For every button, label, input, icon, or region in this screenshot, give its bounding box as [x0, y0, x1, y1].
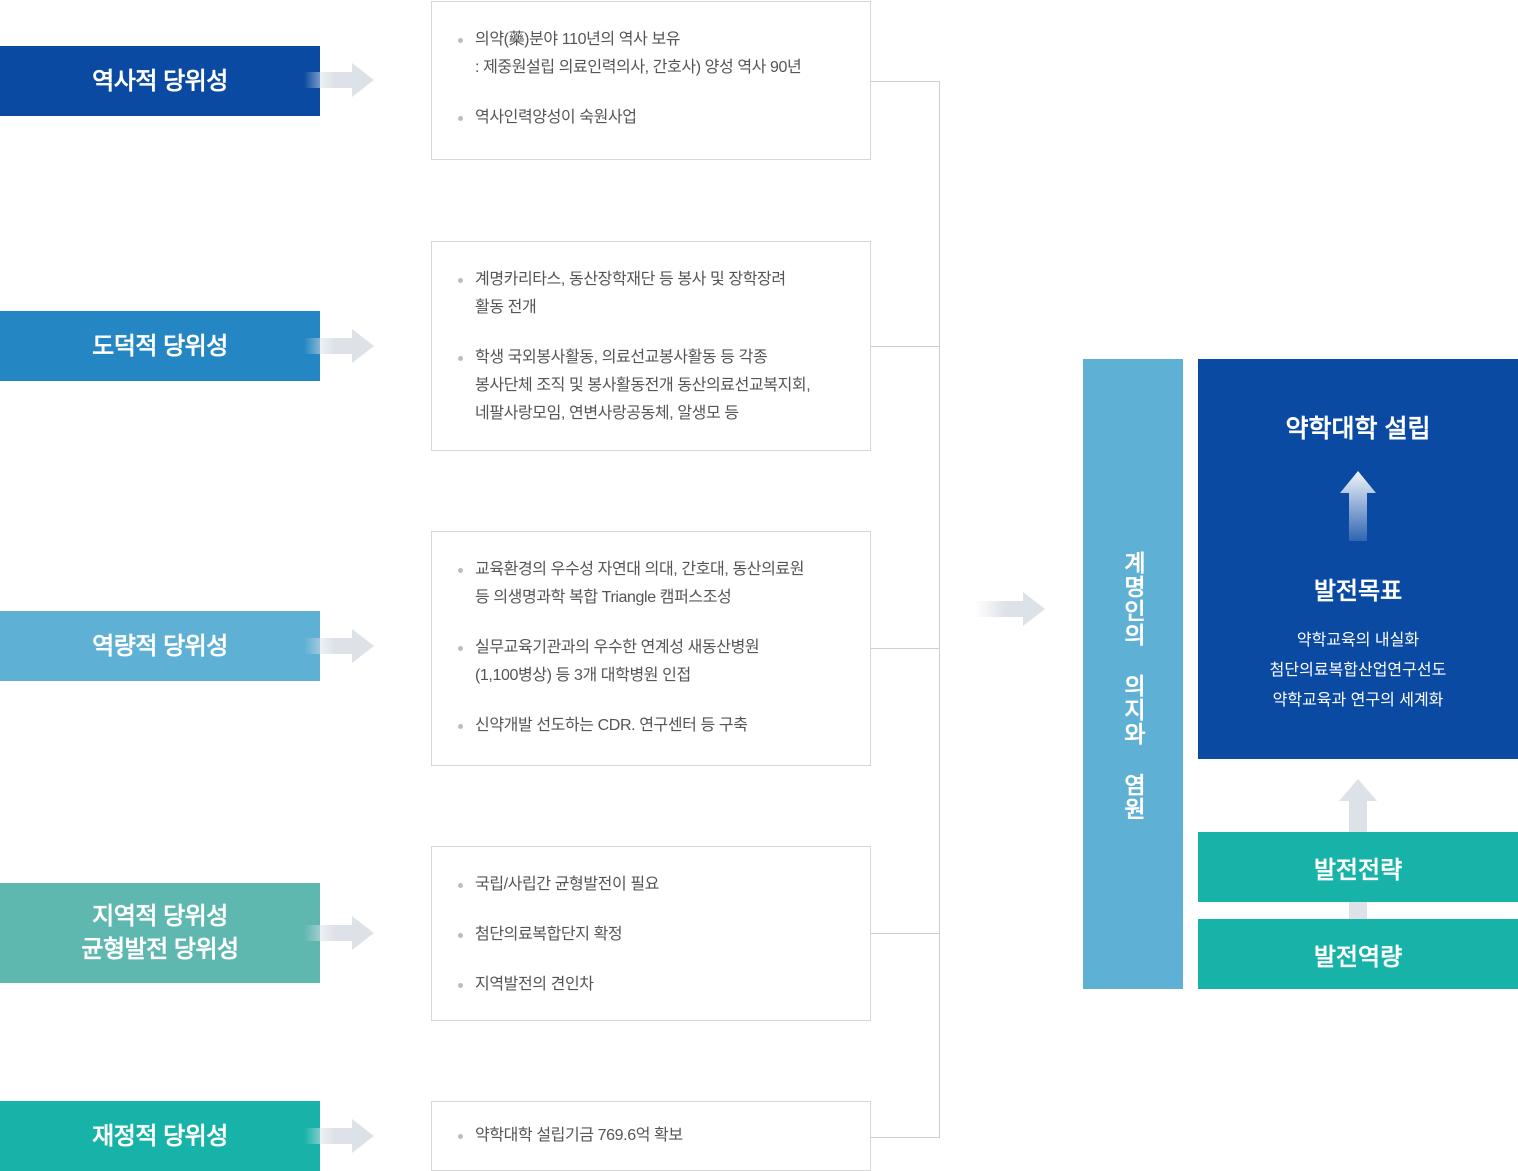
right-arrow-icon: [304, 1119, 374, 1153]
desc-box-capability: 교육환경의 우수성 자연대 의대, 간호대, 동산의료원 등 의생명과학 복합 …: [431, 531, 871, 766]
goal-item: 약학교육과 연구의 세계화: [1272, 692, 1444, 709]
goal-items: 약학교육의 내실화 첨단의료복합산업연구선도 약학교육과 연구의 세계화: [1198, 626, 1518, 716]
bullet-item: 실무교육기관과의 우수한 연계성 새동산병원 (1,100병상) 등 3개 대학…: [458, 634, 850, 690]
vertical-bar: 계명인의 의지와 염원: [1083, 359, 1183, 989]
up-arrow-icon: [1340, 471, 1376, 541]
connector-bracket: [871, 81, 940, 1138]
desc-box-moral: 계명카리타스, 동산장학재단 등 봉사 및 장학장려 활동 전개 학생 국외봉사…: [431, 241, 871, 451]
vertical-bar-text: 계명인의 의지와 염원: [1120, 551, 1146, 821]
label-historical: 역사적 당위성: [0, 46, 320, 116]
right-arrow-icon: [304, 916, 374, 950]
goal-subtitle: 발전목표: [1313, 578, 1403, 605]
label-text: 역량적 당위성: [92, 632, 228, 660]
desc-box-regional: 국립/사립간 균형발전이 필요 첨단의료복합단지 확정 지역발전의 견인차: [431, 846, 871, 1021]
strategy-label: 발전전략: [1313, 856, 1403, 884]
right-arrow-icon: [304, 629, 374, 663]
goal-title: 약학대학 설립: [1285, 415, 1431, 443]
capacity-box: 발전역량: [1198, 919, 1518, 989]
connector-line: [871, 933, 940, 934]
connector-line: [871, 346, 940, 347]
goal-box: 약학대학 설립 발전목표 약학교육의 내실화 첨단의료복합산업연구선도 약학교육…: [1198, 359, 1518, 759]
label-capability: 역량적 당위성: [0, 611, 320, 681]
right-arrow-icon: [304, 63, 374, 97]
bullet-item: 지역발전의 견인차: [458, 971, 850, 999]
label-text: 역사적 당위성: [92, 67, 228, 95]
bullet-item: 신약개발 선도하는 CDR. 연구센터 등 구축: [458, 712, 850, 740]
right-arrow-icon: [304, 329, 374, 363]
label-moral: 도덕적 당위성: [0, 311, 320, 381]
bullet-item: 국립/사립간 균형발전이 필요: [458, 871, 850, 899]
goal-item: 약학교육의 내실화: [1296, 632, 1420, 649]
bullet-item: 교육환경의 우수성 자연대 의대, 간호대, 동산의료원 등 의생명과학 복합 …: [458, 556, 850, 612]
bullet-item: 계명카리타스, 동산장학재단 등 봉사 및 장학장려 활동 전개: [458, 266, 850, 322]
bullet-item: 첨단의료복합단지 확정: [458, 921, 850, 949]
bullet-item: 약학대학 설립기금 769.6억 확보: [458, 1122, 850, 1150]
bullet-item: 학생 국외봉사활동, 의료선교봉사활동 등 각종 봉사단체 조직 및 봉사활동전…: [458, 344, 850, 428]
label-regional: 지역적 당위성 균형발전 당위성: [0, 883, 320, 983]
connector-line: [871, 648, 940, 649]
label-text: 재정적 당위성: [92, 1122, 228, 1150]
capacity-label: 발전역량: [1313, 943, 1403, 971]
label-text: 도덕적 당위성: [92, 332, 228, 360]
bullet-item: 역사인력양성이 숙원사업: [458, 104, 850, 132]
desc-box-historical: 의약(藥)분야 110년의 역사 보유 : 제중원설립 의료인력의사, 간호사)…: [431, 1, 871, 160]
strategy-box: 발전전략: [1198, 832, 1518, 902]
label-text: 지역적 당위성 균형발전 당위성: [81, 903, 239, 963]
goal-item: 첨단의료복합산업연구선도: [1269, 662, 1447, 679]
label-financial: 재정적 당위성: [0, 1101, 320, 1171]
desc-box-financial: 약학대학 설립기금 769.6억 확보: [431, 1101, 871, 1171]
right-arrow-icon: [975, 592, 1045, 626]
bullet-item: 의약(藥)분야 110년의 역사 보유 : 제중원설립 의료인력의사, 간호사)…: [458, 26, 850, 82]
